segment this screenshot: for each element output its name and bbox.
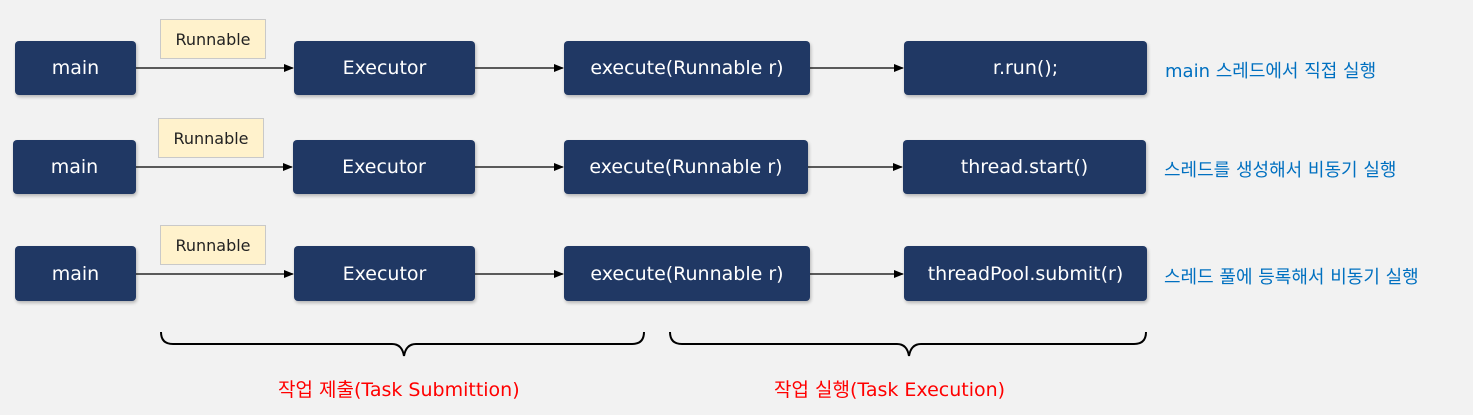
label-task-execution: 작업 실행(Task Execution) [774, 379, 1006, 401]
executor-box-2: Executor [293, 140, 475, 194]
execute-box-2: execute(Runnable r) [564, 140, 808, 194]
execute-box-3: execute(Runnable r) [564, 246, 810, 301]
label-task-submission: 작업 제출(Task Submittion) [278, 379, 520, 401]
main-box-3: main [15, 246, 136, 301]
action-box-2: thread.start() [903, 140, 1146, 194]
runnable-tag-1: Runnable [160, 19, 266, 59]
runnable-tag-2: Runnable [158, 118, 264, 158]
action-box-3: threadPool.submit(r) [904, 246, 1147, 301]
brace-execution [669, 331, 1147, 357]
note-3: 스레드 풀에 등록해서 비동기 실행 [1164, 267, 1419, 288]
executor-box-1: Executor [294, 41, 475, 95]
execute-box-1: execute(Runnable r) [564, 41, 810, 95]
note-2: 스레드를 생성해서 비동기 실행 [1164, 160, 1397, 181]
main-box-2: main [13, 140, 136, 194]
action-box-1: r.run(); [904, 41, 1147, 95]
runnable-tag-3: Runnable [160, 225, 266, 265]
note-1: main 스레드에서 직접 실행 [1165, 61, 1377, 82]
executor-box-3: Executor [294, 246, 475, 301]
main-box-1: main [15, 41, 136, 95]
brace-submission [160, 331, 645, 357]
